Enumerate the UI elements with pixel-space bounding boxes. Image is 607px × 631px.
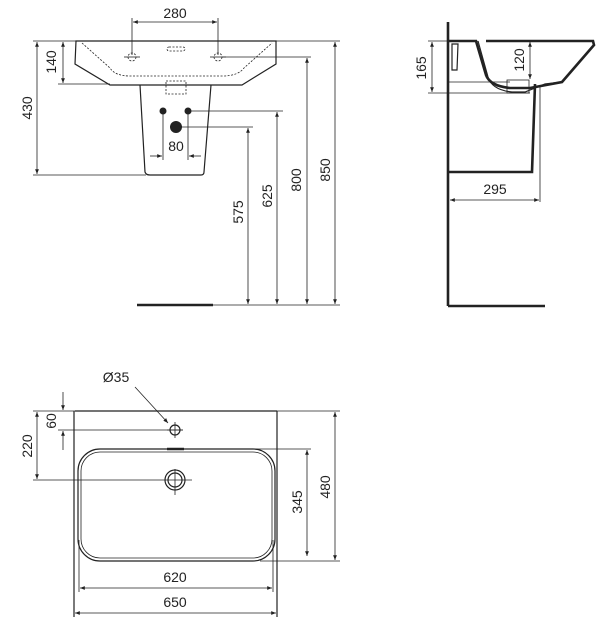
tap-hole-leader: [134, 386, 169, 424]
dim-850: 850: [317, 158, 333, 182]
basin-side-profile: [449, 39, 596, 90]
dim-650: 650: [163, 594, 187, 610]
dim-165: 165: [413, 56, 429, 80]
side-view: 165 120 295: [413, 22, 596, 308]
bowl-outline: [77, 448, 276, 562]
front-view: 280 140 430 80 575 625 800 850: [19, 5, 340, 307]
dim-430: 430: [19, 96, 35, 120]
pedestal-front: [139, 84, 212, 176]
dim-140: 140: [43, 50, 59, 74]
basin-front-outline: [74, 40, 277, 86]
dim-800: 800: [288, 168, 304, 192]
dim-295: 295: [483, 181, 507, 197]
dim-480: 480: [317, 475, 333, 499]
dim-60: 60: [43, 413, 59, 429]
pedestal-side: [449, 83, 537, 174]
dim-220: 220: [19, 434, 35, 458]
dim-80: 80: [168, 138, 184, 154]
dim-625: 625: [259, 184, 275, 208]
dim-280: 280: [163, 5, 187, 21]
top-view: Ø35 60 220 345 480 620 650: [19, 369, 340, 617]
dim-575: 575: [230, 200, 246, 224]
waste-outlet: [165, 80, 187, 95]
dim-120: 120: [511, 48, 527, 72]
dim-620: 620: [163, 569, 187, 585]
overflow-slot: [166, 46, 186, 52]
basin-inner-dashed: [81, 42, 273, 77]
dim-diameter-35: Ø35: [103, 369, 130, 385]
dim-345: 345: [289, 490, 305, 514]
waste-hole: [164, 469, 186, 495]
